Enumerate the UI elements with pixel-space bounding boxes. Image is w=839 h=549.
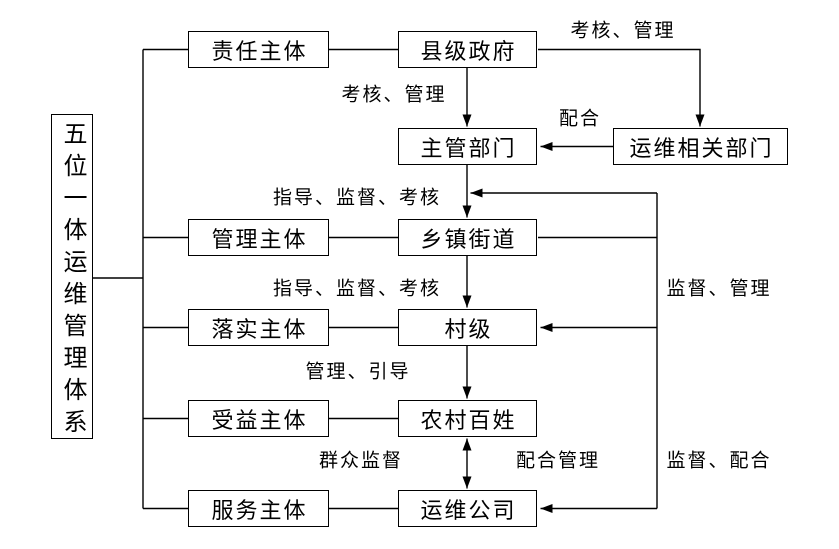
role-box-responsibility: 责任主体 xyxy=(188,31,329,68)
role-box-management: 管理主体 xyxy=(188,219,329,256)
edge-label-company-to-people: 配合管理 xyxy=(515,450,601,472)
entity-box-rural-residents: 农村百姓 xyxy=(398,400,537,437)
entity-box-om-related-departments: 运维相关部门 xyxy=(613,128,788,165)
entity-box-authority-department: 主管部门 xyxy=(398,128,537,165)
role-box-beneficiary: 受益主体 xyxy=(188,400,329,437)
edge-label-people-to-company: 群众监督 xyxy=(318,450,404,472)
role-box-implementation: 落实主体 xyxy=(188,309,329,346)
edge-label-county-to-related: 考核、管理 xyxy=(570,20,676,42)
edge-label-county-to-dept: 考核、管理 xyxy=(341,84,447,106)
edge-label-related-to-dept: 配合 xyxy=(558,108,602,130)
edge-label-dept-to-township: 指导、监督、考核 xyxy=(272,187,442,209)
entity-box-county-government: 县级政府 xyxy=(398,31,537,68)
edge-label-township-to-village: 指导、监督、考核 xyxy=(272,278,442,300)
system-title-box: 五位一体运维管理体系 xyxy=(51,114,93,441)
entity-box-om-company: 运维公司 xyxy=(398,490,537,527)
role-box-service: 服务主体 xyxy=(188,490,329,527)
edge-county-to-related xyxy=(538,48,705,127)
entity-box-village-level: 村级 xyxy=(398,309,537,346)
entity-box-township-street: 乡镇街道 xyxy=(398,219,537,256)
edge-label-supervise-village: 监督、管理 xyxy=(666,278,772,300)
edge-label-supervise-company: 监督、配合 xyxy=(666,450,772,472)
edge-label-village-to-people: 管理、引导 xyxy=(305,361,411,383)
system-title-text: 五位一体运维管理体系 xyxy=(59,120,86,441)
